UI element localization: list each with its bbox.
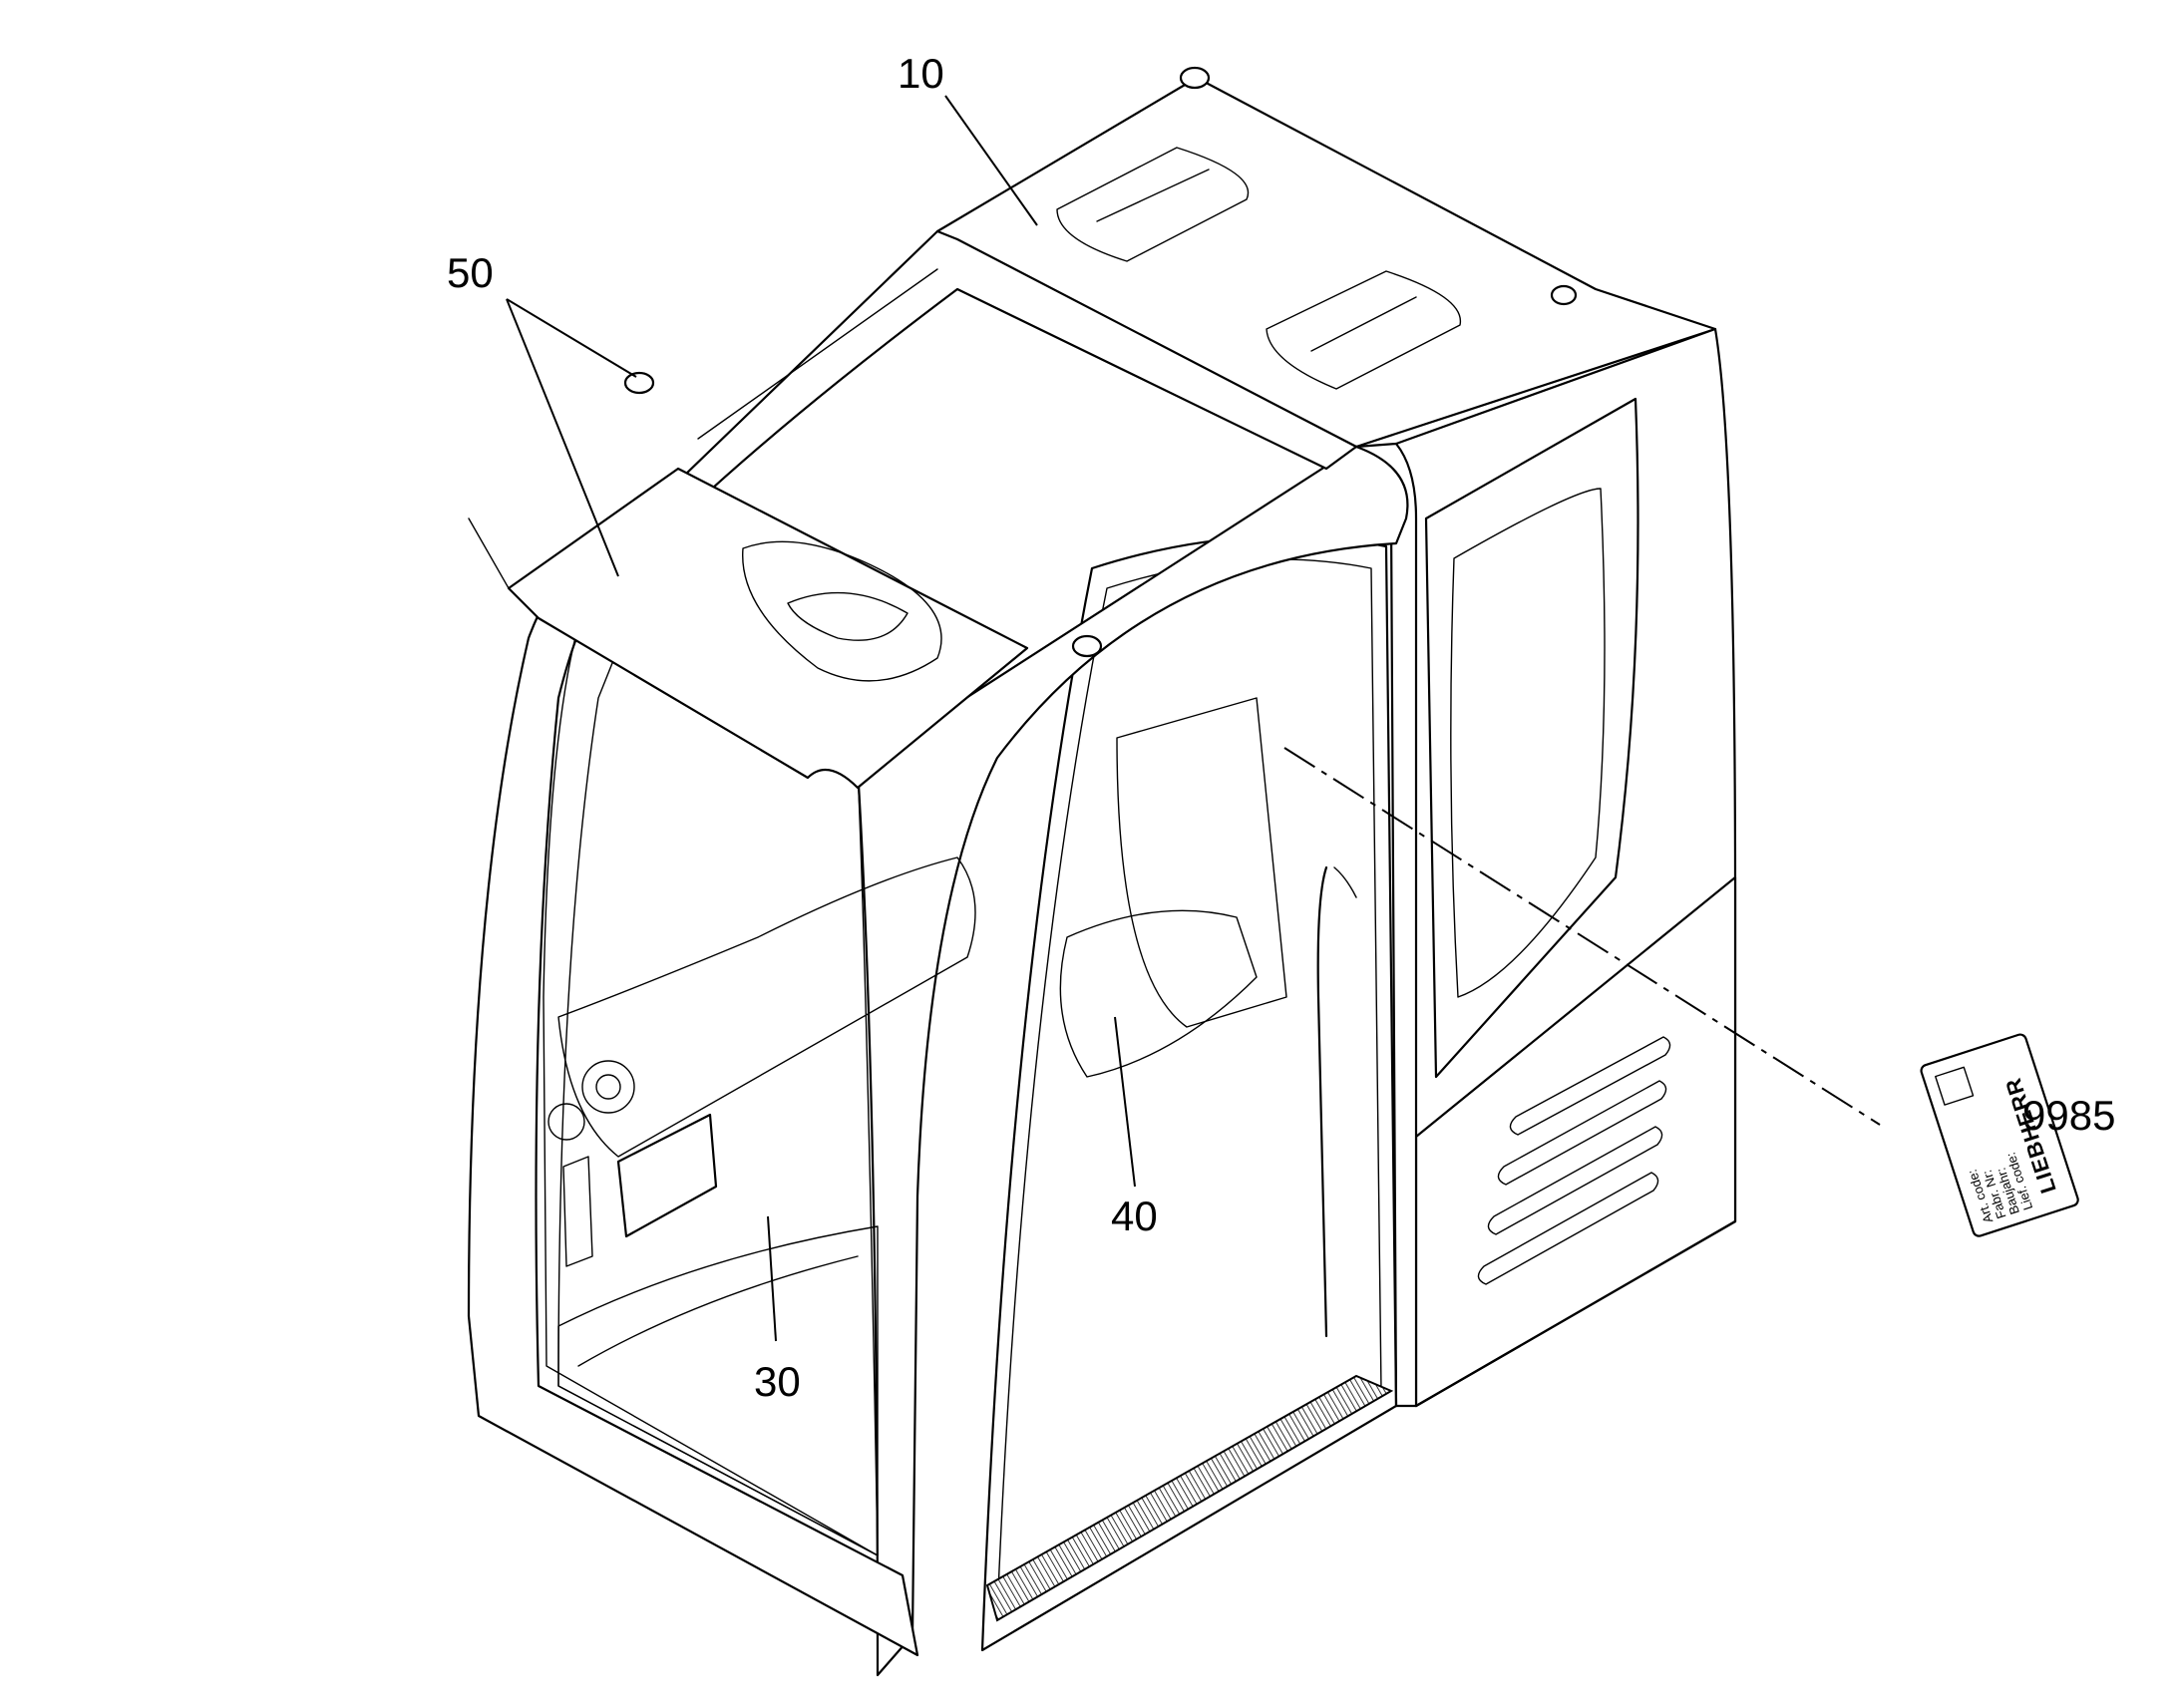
leader-40 bbox=[1114, 1016, 1136, 1188]
leader-9985-dashed bbox=[1283, 747, 1881, 1126]
leader-10 bbox=[944, 95, 1038, 226]
sun-visor-panel bbox=[507, 467, 1029, 790]
callout-40: 40 bbox=[1111, 1193, 1158, 1239]
sun-visor bbox=[468, 467, 1029, 790]
right-side-window bbox=[1424, 397, 1639, 1079]
roof-hatch-front bbox=[1056, 147, 1250, 262]
seat-console bbox=[1059, 909, 1258, 1078]
control-panel bbox=[616, 1113, 718, 1238]
door-handle bbox=[1316, 865, 1328, 1338]
switch-strip bbox=[562, 1156, 593, 1267]
type-plate-window bbox=[1935, 1066, 1975, 1106]
louvers bbox=[1477, 1036, 1671, 1285]
cab-body bbox=[467, 66, 1737, 1677]
callout-10: 10 bbox=[898, 50, 944, 97]
roof-hatch-rear bbox=[1266, 270, 1462, 390]
front-console bbox=[557, 856, 976, 1158]
type-plate-outline bbox=[1920, 1033, 2079, 1237]
lifting-eyes bbox=[623, 66, 1578, 658]
leader-30 bbox=[767, 1215, 777, 1342]
cab-floor bbox=[557, 1225, 879, 1556]
interior-rear-wall bbox=[1116, 697, 1287, 1028]
leader-50-a bbox=[506, 298, 637, 378]
callout-9985: 9985 bbox=[2022, 1092, 2115, 1139]
front-right-pillar bbox=[856, 445, 1409, 1677]
front-left-pillar bbox=[467, 556, 919, 1657]
leader-lines bbox=[506, 95, 1881, 1342]
leader-50-b bbox=[506, 298, 619, 577]
floor-seal-edge bbox=[577, 1255, 859, 1367]
control-knob bbox=[581, 1060, 635, 1114]
callout-30: 30 bbox=[754, 1358, 801, 1405]
callout-labels: 10 50 40 30 9985 bbox=[447, 50, 2115, 1405]
type-plate: LIEBHERR Art. code: Fabr. Nr: Baujahr: L… bbox=[1920, 1033, 2079, 1237]
callout-50: 50 bbox=[447, 249, 494, 296]
door-step-grating bbox=[985, 1374, 1394, 1622]
